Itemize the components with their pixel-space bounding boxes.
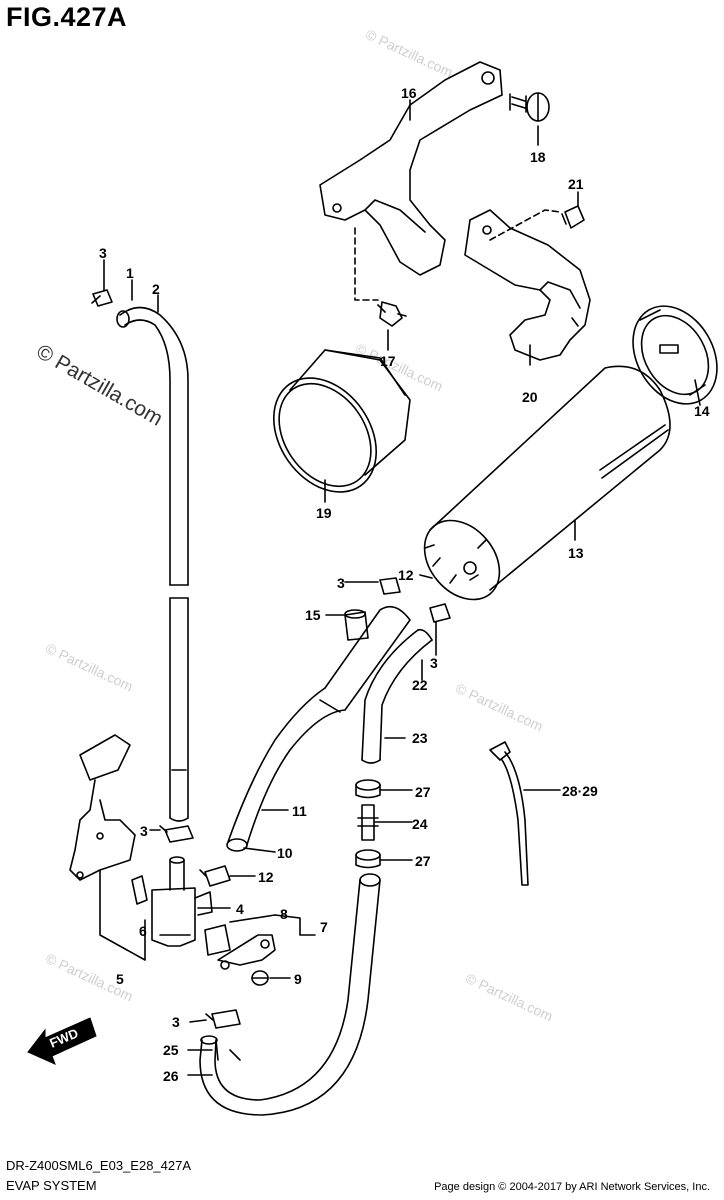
callout-7: 7 [320,919,328,935]
callout-3: 3 [337,575,345,591]
part-11-hose [226,605,411,852]
figure-title: FIG.427A [6,2,128,32]
part-18-bolt [509,92,550,122]
callout-13: 13 [568,545,584,561]
callout-12: 12 [398,567,414,583]
callout-18: 18 [530,149,546,165]
part-8-clamp [204,924,276,970]
part-19-cover [272,349,411,493]
callout-17: 17 [380,353,396,369]
part-5-bracket [69,734,146,961]
part-3-clamp-right-top [379,577,401,595]
part-3-clamp-mid [159,825,194,843]
callout-26: 26 [163,1068,179,1084]
callout-27: 27 [415,853,431,869]
part-27-clamp-bottom [355,849,381,869]
part-28-29-cable-tie [489,741,529,886]
callout-24: 24 [412,816,428,832]
callout-3: 3 [140,823,148,839]
callout-12: 12 [258,869,274,885]
section-name: EVAP SYSTEM [6,1178,97,1193]
callout-20: 20 [522,389,538,405]
part-26-hose [199,873,381,1116]
part-13-canister [423,365,671,601]
part-3-clamp-left [205,1009,241,1029]
fwd-arrow: FWD [27,1017,97,1065]
callout-19: 19 [316,505,332,521]
callout-10: 10 [277,845,293,861]
callout-15: 15 [305,607,321,623]
callout-28-29: 28·29 [562,783,598,799]
callout-27: 27 [415,784,431,800]
part-27-clamp-top [355,779,381,799]
part-15-cap [344,609,369,641]
part-9-bolt [251,970,269,986]
callout-3: 3 [430,655,438,671]
callout-25: 25 [163,1042,179,1058]
part-20-bracket [464,209,591,361]
callout-2: 2 [152,281,160,297]
callout-6: 6 [139,923,147,939]
callout-8: 8 [280,906,288,922]
model-code: DR-Z400SML6_E03_E28_427A [6,1158,192,1173]
callout-21: 21 [568,176,584,192]
part-3-clamp-top [91,289,113,307]
callout-1: 1 [126,265,134,281]
callout-16: 16 [401,85,417,101]
callout-3: 3 [99,245,107,261]
callout-3: 3 [172,1014,180,1030]
part-16-bracket [319,61,503,276]
part-4-valve [151,856,213,947]
callout-9: 9 [294,971,302,987]
part-12-clamp-bottom [199,865,231,887]
callout-4: 4 [236,901,244,917]
part-6-clip [131,875,148,905]
part-21-bolt [561,205,585,229]
part-17-bolt [377,301,407,327]
part-23-hose [361,628,433,764]
part-1-2-hose [116,306,189,822]
page-credit: Page design © 2004-2017 by ARI Network S… [434,1181,710,1193]
part-14-cap [632,305,718,405]
part-24-joint [357,804,379,841]
callout-22: 22 [412,677,428,693]
callout-14: 14 [694,403,710,419]
part-3-clamp-right-bottom [429,603,451,623]
callout-5: 5 [116,971,124,987]
callout-11: 11 [292,803,307,819]
callout-23: 23 [412,730,428,746]
